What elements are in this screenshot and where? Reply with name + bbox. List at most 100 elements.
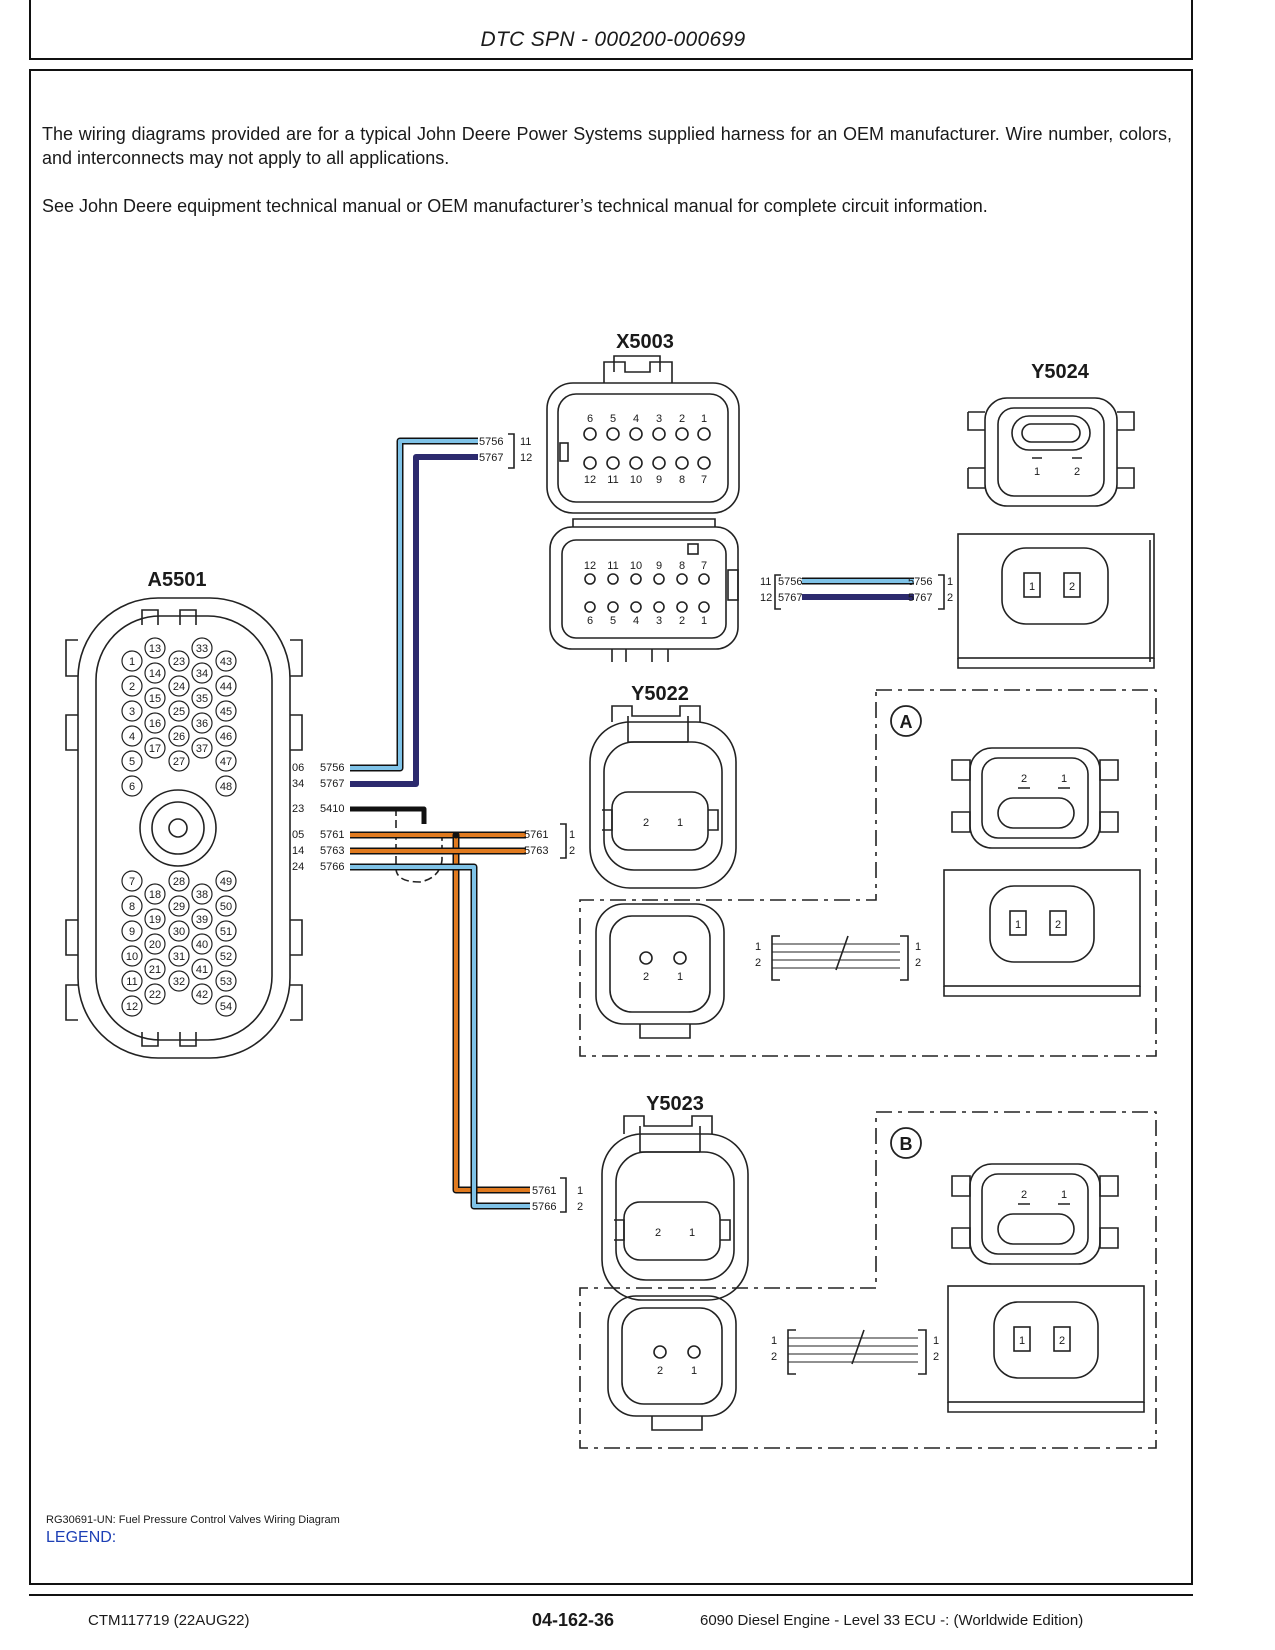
a5501-pin [168,725,190,747]
y5023-pin-labels: 2 1 [655,1227,695,1239]
a5501-pin-label: 36 [196,718,208,730]
a5501-connector [65,597,303,1059]
a5501-pin-label: 24 [173,681,185,693]
a5501-pin [144,958,166,980]
pin-label: 2 [1059,1335,1065,1347]
a5501-pin [191,637,213,659]
figure-caption: RG30691-UN: Fuel Pressure Control Valves… [46,1514,340,1526]
a5501-pin-label: 12 [126,1001,138,1013]
pin-label: 1 [701,615,707,627]
a5501-pin [215,750,237,772]
pin-label: 11 [607,474,618,486]
pin-label: 2 [1021,1189,1027,1201]
a5501-pin [191,958,213,980]
a5501-pin [121,725,143,747]
a5501-pin-label: 13 [149,643,161,655]
label-ecu-pin06: 06 [292,762,304,774]
label-y5022-pin2: 2 [569,845,575,857]
a5501-pin [191,662,213,684]
a5501-pin-label: 17 [149,743,161,755]
pin-label: 7 [701,474,707,486]
callout-a-circle [890,705,922,737]
a5501-pin [144,737,166,759]
a5501-pin-label: 32 [173,976,185,988]
a5501-pin [121,675,143,697]
label-x5003: X5003 [616,331,674,353]
label-x5003b-5756: 5756 [778,576,802,588]
label-y5023-5766: 5766 [532,1201,556,1213]
pin-label: 4 [633,615,639,627]
detail-a-pin-labels: 2 1 1 2 2 1 1 2 1 2 [643,773,1067,983]
pin-label: 1 [915,941,921,953]
a5501-pin [168,750,190,772]
label-ecu-5756: 5756 [320,762,344,774]
a5501-pin-label: 29 [173,901,185,913]
a5501-pin [144,908,166,930]
a5501-pin [168,650,190,672]
a5501-pin-label: 3 [129,706,135,718]
pin-label: 5 [610,615,616,627]
label-x5003-5756: 5756 [479,436,503,448]
pin-label: 1 [1061,1189,1067,1201]
pin-label: 2 [933,1351,939,1363]
pin-label: 1 [701,413,707,425]
y5022-connector [589,705,737,889]
a5501-pin-label: 20 [149,939,161,951]
a5501-pin-label: 39 [196,914,208,926]
x5003-connector-bottom [549,518,739,662]
pin-label: 5 [610,413,616,425]
callout-b: B [900,1134,913,1154]
a5501-pin [191,933,213,955]
bracket-y5024 [938,574,945,610]
a5501-pin-label: 31 [173,951,185,963]
a5501-pin [215,650,237,672]
a5501-pin [215,870,237,892]
label-y5022-5761: 5761 [524,829,548,841]
a5501-pin-label: 18 [149,889,161,901]
label-ecu-5763: 5763 [320,845,344,857]
a5501-pin [191,908,213,930]
a5501-pin-label: 7 [129,876,135,888]
pin-label: 2 [679,413,685,425]
wires [350,437,914,1210]
pin-label: 2 [915,957,921,969]
a5501-pin-label: 41 [196,964,208,976]
a5501-pin [168,970,190,992]
a5501-pin [168,895,190,917]
pin-label: 2 [643,971,649,983]
pin-label: 1 [677,971,683,983]
label-y5023: Y5023 [646,1093,704,1115]
pin-label: 2 [657,1365,663,1377]
a5501-pin-label: 53 [220,976,232,988]
a5501-pin [168,675,190,697]
pin-label: 3 [656,413,662,425]
pin-label: 3 [656,615,662,627]
a5501-pin-label: 45 [220,706,232,718]
a5501-pin-label: 38 [196,889,208,901]
y5023-connector [601,1115,749,1301]
a5501-pin [144,712,166,734]
label-ecu-pin05: 05 [292,829,304,841]
pin-label: 11 [607,560,618,572]
a5501-pin-label: 27 [173,756,185,768]
a5501-pin-label: 50 [220,901,232,913]
label-y5024-5767: 5767 [908,592,932,604]
bracket-x5003-bottom [774,574,781,610]
y5024-connector [967,397,1135,507]
label-y5023-5761: 5761 [532,1185,556,1197]
a5501-pin-label: 23 [173,656,185,668]
a5501-pin-label: 28 [173,876,185,888]
label-x5003-pin11: 11 [520,436,531,448]
label-ecu-pin24: 24 [292,861,304,873]
detail-b [579,1111,1157,1449]
a5501-pin [168,920,190,942]
detail-b-pin-labels: 2 1 1 2 2 1 1 2 1 2 [657,1189,1067,1377]
bracket-x5003-top [508,433,515,469]
a5501-pin-label: 46 [220,731,232,743]
a5501-pin-label: 49 [220,876,232,888]
a5501-pin [121,870,143,892]
a5501-pin-label: 9 [129,926,135,938]
a5501-pin-label: 44 [220,681,232,693]
x5003-connector-top [546,355,740,514]
a5501-pin-label: 22 [149,989,161,1001]
